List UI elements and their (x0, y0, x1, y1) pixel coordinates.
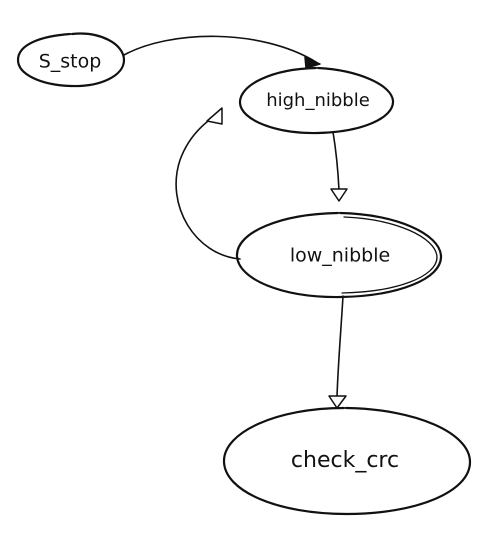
node-high-nibble: high_nibble (238, 66, 395, 135)
node-label-s-stop: S_stop (39, 51, 102, 73)
node-low-nibble: low_nibble (235, 211, 443, 299)
edge-low-nibble-to-check-crc (328, 295, 347, 409)
node-label-low-nibble: low_nibble (290, 245, 390, 267)
edge-s-stop-to-high-nibble (123, 35, 321, 69)
node-label-check-crc: check_crc (291, 448, 399, 473)
node-s-stop: S_stop (16, 32, 126, 88)
node-check-crc: check_crc (222, 406, 472, 516)
node-label-high-nibble: high_nibble (266, 90, 370, 111)
edge-high-nibble-to-low-nibble (330, 131, 348, 202)
edge-low-nibble-to-high-nibble (175, 107, 241, 260)
